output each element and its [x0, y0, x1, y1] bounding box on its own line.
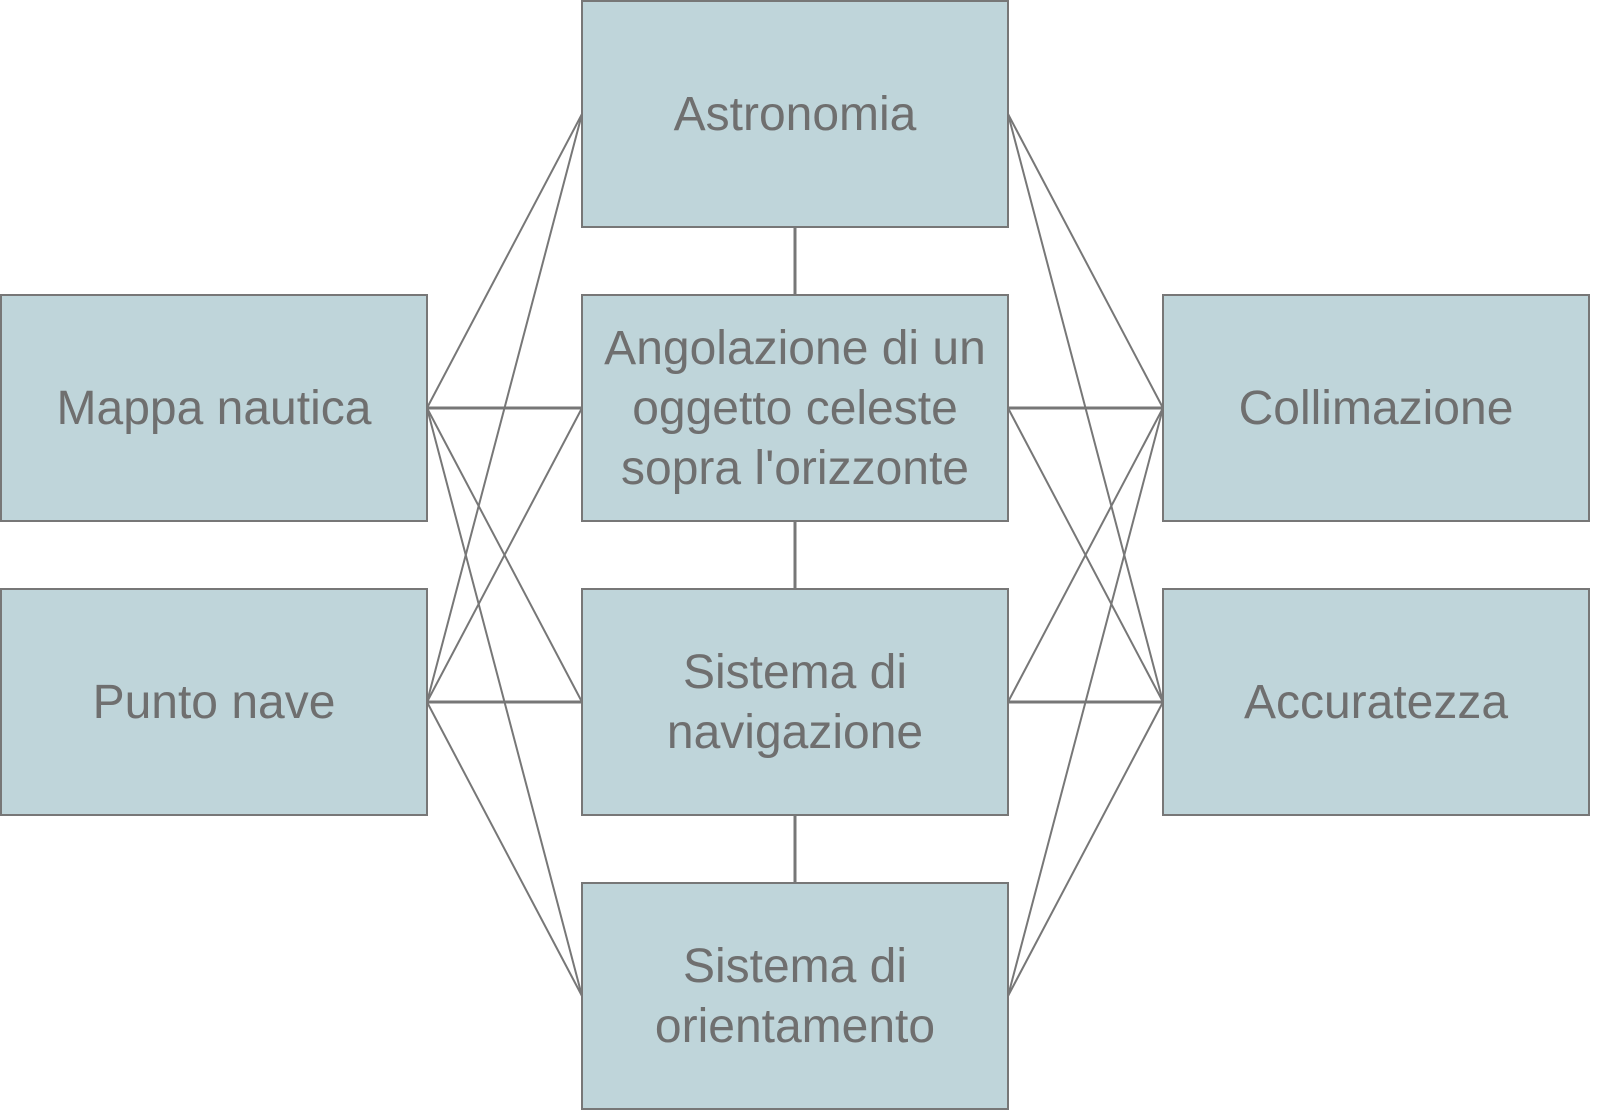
node-label-sistema-navigazione: navigazione [667, 706, 923, 759]
node-box-mappa-nautica [0, 294, 428, 522]
node-box-angolazione [581, 294, 1009, 522]
node-label-mappa-nautica: Mappa nautica [57, 382, 372, 435]
node-box-collimazione [1162, 294, 1590, 522]
node-sistema-orientamento: Sistema di orientamento [581, 882, 1009, 1110]
edge-punto-nave-angolazione [426, 407, 583, 703]
edge-accuratezza-astronomia [1007, 113, 1164, 703]
node-label-angolazione: sopra l'orizzonte [621, 442, 969, 495]
node-box-punto-nave [0, 588, 428, 816]
edge-punto-nave-sistema-orientamento [426, 701, 583, 997]
node-label-sistema-orientamento: orientamento [655, 1000, 935, 1053]
node-label-collimazione: Collimazione [1239, 382, 1514, 435]
node-label-angolazione: Angolazione di un [604, 322, 986, 375]
node-mappa-nautica: Mappa nautica [0, 294, 428, 522]
node-box-accuratezza [1162, 588, 1590, 816]
connector-lines [426, 113, 1164, 997]
node-sistema-navigazione: Sistema di navigazione [581, 588, 1009, 816]
edge-accuratezza-sistema-orientamento [1007, 701, 1164, 997]
node-label-angolazione: oggetto celeste [632, 382, 958, 435]
node-label-sistema-navigazione: Sistema di [683, 646, 907, 699]
node-angolazione: Angolazione di un oggetto celeste sopra l'… [581, 294, 1009, 522]
node-astronomia: Astronomia [581, 0, 1009, 228]
node-box-sistema-navigazione [581, 588, 1009, 816]
node-collimazione: Collimazione [1162, 294, 1590, 522]
node-accuratezza: Accuratezza [1162, 588, 1590, 816]
node-label-sistema-orientamento: Sistema di [683, 940, 907, 993]
edge-accuratezza-angolazione [1007, 407, 1164, 703]
edge-punto-nave-astronomia [426, 113, 583, 703]
node-label-punto-nave: Punto nave [93, 676, 336, 729]
node-box-astronomia [581, 0, 1009, 228]
node-box-sistema-orientamento [581, 882, 1009, 1110]
node-label-astronomia: Astronomia [674, 88, 917, 141]
node-punto-nave: Punto nave [0, 588, 428, 816]
edge-mappa-nautica-astronomia [426, 113, 583, 409]
edge-collimazione-astronomia [1007, 113, 1164, 409]
node-label-accuratezza: Accuratezza [1244, 676, 1508, 729]
